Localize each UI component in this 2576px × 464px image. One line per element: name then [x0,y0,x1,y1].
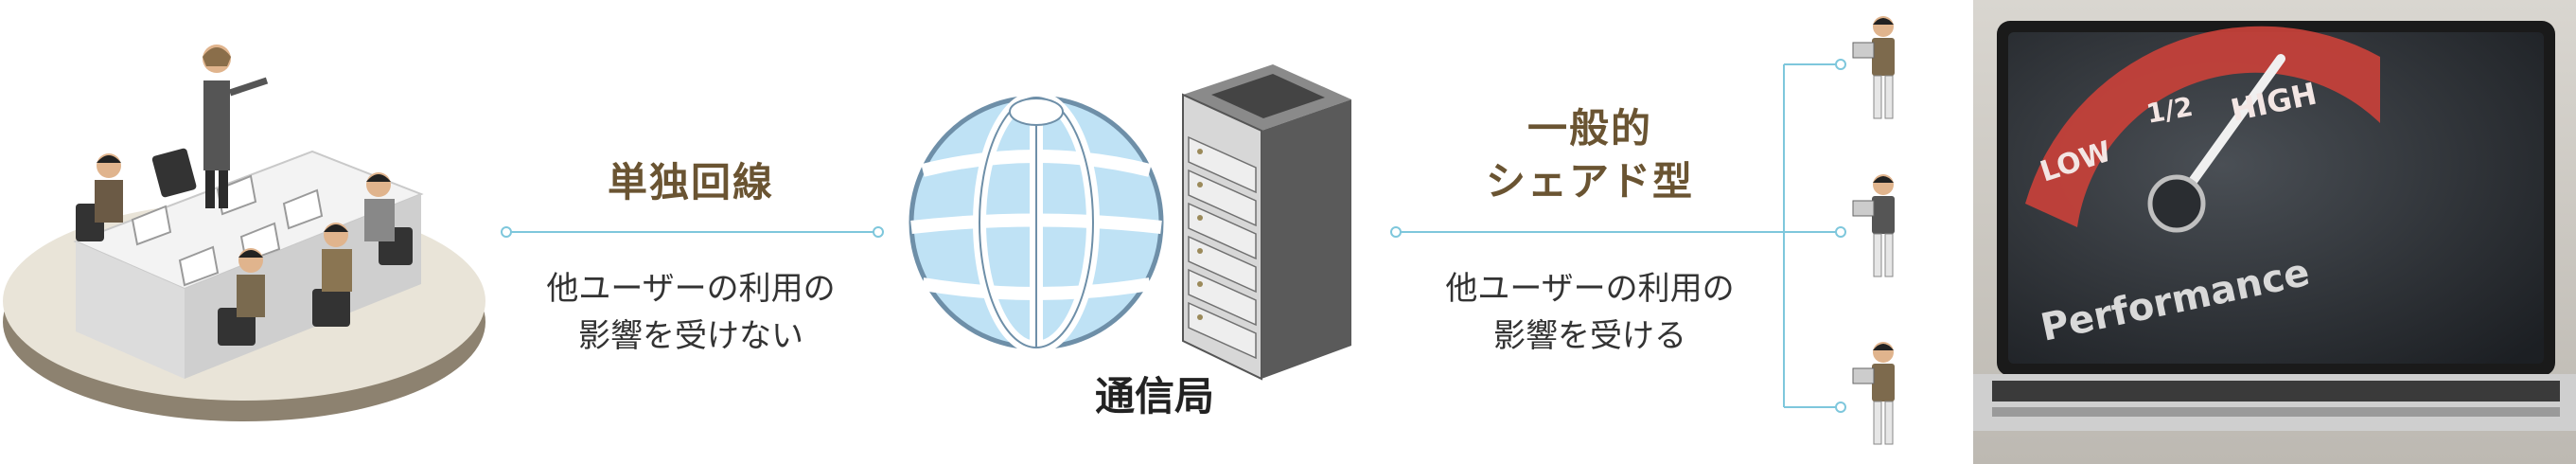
left-connection-note-line1: 他ユーザーの利用の [546,270,836,308]
left-connection-note: 他ユーザーの利用の 影響を受けない [506,265,875,360]
person-with-laptop-icon [1852,174,1895,277]
right-connection-note-line1: 他ユーザーの利用の [1445,270,1735,308]
right-connection-title-line2: シェアド型 [1485,158,1694,205]
person-with-laptop-icon [1852,16,1895,119]
person-with-laptop-icon [1852,342,1895,445]
laptop-performance-photo [1973,0,2576,464]
right-connection-title: 一般的 シェアド型 [1448,102,1732,208]
left-connection-note-line2: 影響を受けない [578,317,803,355]
left-connection-line [501,226,884,238]
center-node-label: 通信局 [1094,373,1214,419]
server-rack-icon [1182,64,1351,381]
globe-icon [909,91,1164,354]
right-connection-title-line1: 一般的 [1526,105,1652,152]
right-connection-line [1390,59,1846,413]
right-connection-note: 他ユーザーの利用の 影響を受ける [1401,265,1779,360]
right-connection-note-line2: 影響を受ける [1493,317,1686,355]
left-connection-title: 単独回線 [607,159,774,205]
office-team-illustration-icon [3,45,485,421]
